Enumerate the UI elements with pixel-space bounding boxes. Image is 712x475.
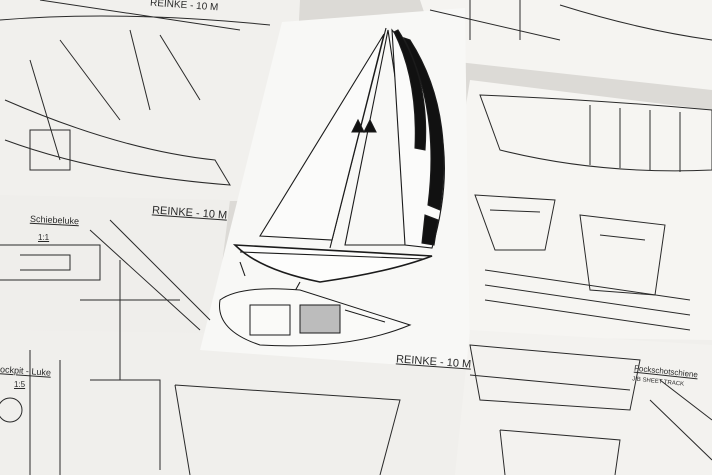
mainsail	[259, 33, 385, 241]
hull-profile-bottom	[174, 384, 401, 475]
sail-logo	[351, 118, 377, 134]
paper-right	[430, 80, 712, 360]
section-left	[474, 194, 556, 251]
hull-profile-top-left	[4, 99, 231, 186]
spinnaker-stripe	[402, 37, 445, 211]
paper-top-left	[0, 0, 300, 205]
scale-label: 1:5	[14, 380, 26, 389]
sail-plan	[232, 27, 445, 301]
paper-left-mid	[0, 195, 230, 360]
paper-top-right	[420, 0, 712, 90]
spinnaker-stripe	[421, 214, 439, 246]
hull-profile-right	[479, 94, 712, 172]
sliding-hatch-scale: 1:1	[38, 233, 50, 242]
deck-plan	[219, 288, 412, 347]
paper-bottom-right	[455, 330, 712, 475]
hull-side	[232, 244, 433, 283]
